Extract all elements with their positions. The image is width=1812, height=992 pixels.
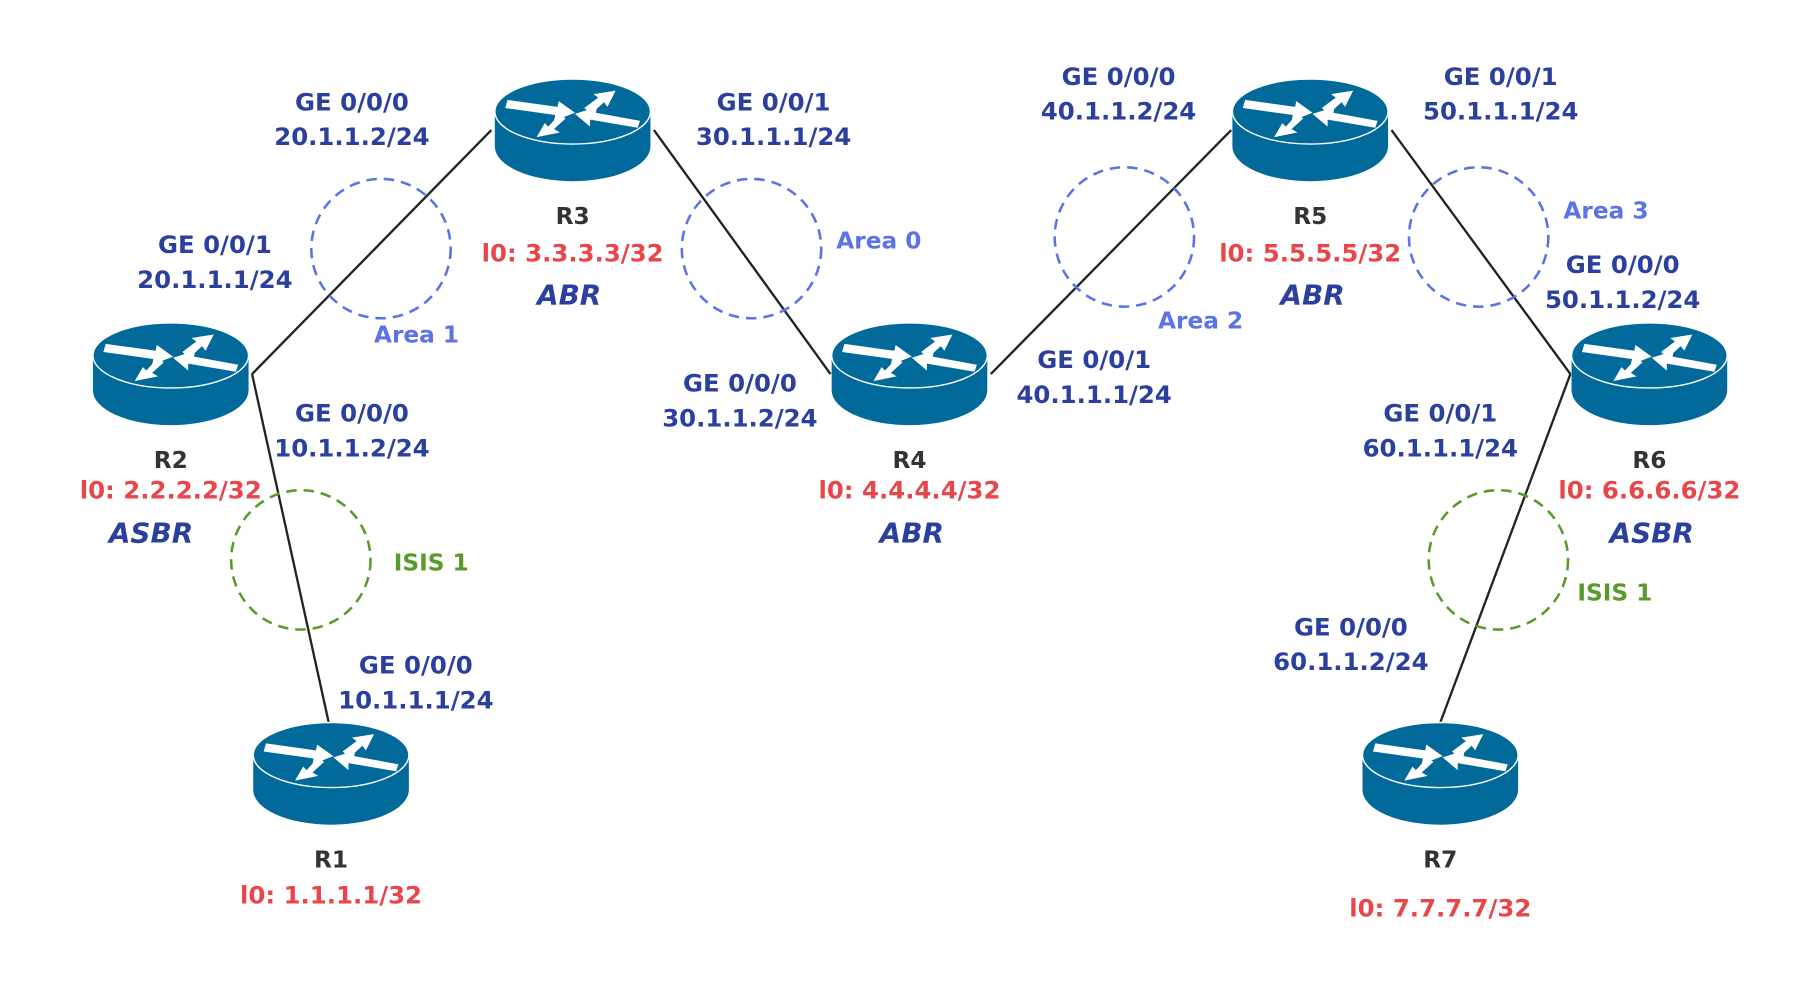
r5-name: R5 (1293, 203, 1327, 230)
isis-left-circle (229, 488, 372, 631)
link-r2-r1 (250, 373, 330, 723)
router-r7-icon[interactable] (1361, 721, 1519, 826)
r7-name: R7 (1423, 847, 1457, 874)
router-r4-icon[interactable] (830, 322, 989, 426)
isis-right-label: ISIS 1 (1577, 580, 1652, 607)
r2-ge000-label: GE 0/0/0 10.1.1.2/24 (274, 399, 429, 463)
r6-name: R6 (1632, 447, 1666, 474)
area3-circle (1407, 166, 1550, 308)
port: GE 0/0/1 (158, 230, 272, 259)
ip: 50.1.1.1/24 (1423, 97, 1578, 126)
r4-ge001-label: GE 0/0/1 40.1.1.1/24 (1016, 345, 1171, 409)
area2-label: Area 2 (1158, 308, 1243, 335)
r4-loopback: l0: 4.4.4.4/32 (818, 475, 1000, 504)
ip: 10.1.1.1/24 (338, 686, 493, 715)
area3-label: Area 3 (1563, 197, 1648, 224)
router-r1-icon[interactable] (252, 721, 410, 826)
ip: 40.1.1.2/24 (1041, 97, 1196, 126)
link-r5-r6 (1390, 129, 1572, 375)
r2-loopback: l0: 2.2.2.2/32 (80, 475, 262, 504)
area1-label: Area 1 (374, 322, 459, 349)
area2-circle (1053, 166, 1196, 308)
port: GE 0/0/0 (295, 399, 409, 428)
port: GE 0/0/0 (1294, 612, 1408, 641)
r4-role: ABR (878, 516, 944, 549)
router-r2-icon[interactable] (92, 322, 250, 426)
link-r6-r7 (1439, 373, 1572, 723)
r3-ge001-label: GE 0/0/1 30.1.1.1/24 (696, 87, 851, 151)
r3-loopback: l0: 3.3.3.3/32 (482, 238, 664, 267)
port: GE 0/0/0 (1062, 62, 1176, 91)
r1-name: R1 (314, 847, 348, 874)
isis-left-label: ISIS 1 (394, 549, 469, 576)
ip: 20.1.1.1/24 (137, 265, 292, 294)
r3-name: R3 (556, 203, 590, 230)
link-r2-r3 (251, 129, 493, 375)
r3-role: ABR (535, 278, 601, 311)
area0-label: Area 0 (836, 228, 921, 255)
ip: 20.1.1.2/24 (274, 122, 429, 151)
r2-name: R2 (154, 447, 188, 474)
r6-role: ASBR (1608, 516, 1694, 549)
r5-ge001-label: GE 0/0/1 50.1.1.1/24 (1423, 62, 1578, 126)
router-r6-icon[interactable] (1570, 322, 1728, 426)
link-r3-r4 (653, 129, 832, 375)
ip: 50.1.1.2/24 (1545, 285, 1700, 314)
ip: 60.1.1.1/24 (1363, 434, 1518, 463)
r5-loopback: l0: 5.5.5.5/32 (1219, 238, 1401, 267)
r4-ge000-label: GE 0/0/0 30.1.1.2/24 (662, 368, 817, 432)
port: GE 0/0/0 (295, 87, 409, 116)
r1-ge000-label: GE 0/0/0 10.1.1.1/24 (338, 651, 493, 715)
ip: 60.1.1.2/24 (1273, 647, 1428, 676)
ip: 10.1.1.2/24 (274, 434, 429, 463)
r1-loopback: l0: 1.1.1.1/32 (240, 881, 422, 910)
area1-circle (310, 177, 452, 320)
r6-loopback: l0: 6.6.6.6/32 (1558, 475, 1740, 504)
r4-name: R4 (892, 447, 926, 474)
port: GE 0/0/0 (1566, 250, 1680, 279)
r2-ge001-label: GE 0/0/1 20.1.1.1/24 (137, 230, 292, 294)
port: GE 0/0/1 (1037, 345, 1151, 374)
r6-ge001-label: GE 0/0/1 60.1.1.1/24 (1363, 399, 1518, 463)
port: GE 0/0/1 (1383, 399, 1497, 428)
link-r4-r5 (989, 129, 1233, 375)
area0-circle (680, 177, 823, 320)
port: GE 0/0/0 (683, 368, 797, 397)
r7-loopback: l0: 7.7.7.7/32 (1349, 893, 1531, 922)
router-r3-icon[interactable] (494, 78, 652, 182)
r5-role: ABR (1278, 278, 1344, 311)
r2-role: ASBR (107, 516, 193, 549)
r7-ge000-label: GE 0/0/0 60.1.1.2/24 (1273, 612, 1428, 676)
port: GE 0/0/0 (359, 651, 473, 680)
router-r5-icon[interactable] (1231, 78, 1389, 182)
r6-ge000-label: GE 0/0/0 50.1.1.2/24 (1545, 250, 1700, 314)
r5-ge000-label: GE 0/0/0 40.1.1.2/24 (1041, 62, 1196, 126)
port: GE 0/0/1 (1444, 62, 1558, 91)
port: GE 0/0/1 (717, 87, 831, 116)
ip: 30.1.1.2/24 (662, 403, 817, 432)
ip: 30.1.1.1/24 (696, 122, 851, 151)
isis-right-circle (1427, 488, 1570, 631)
r3-ge000-label: GE 0/0/0 20.1.1.2/24 (274, 87, 429, 151)
ip: 40.1.1.1/24 (1016, 380, 1171, 409)
